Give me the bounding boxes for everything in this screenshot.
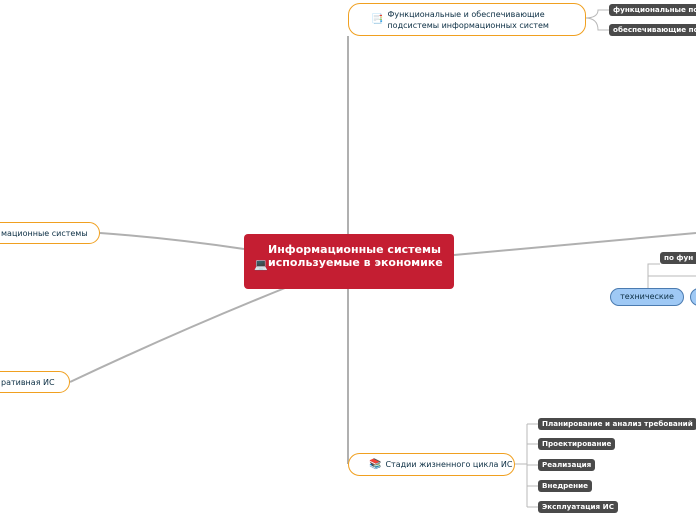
leaf-stage-planning[interactable]: Планирование и анализ требований	[538, 418, 696, 430]
topic-lifecycle[interactable]: 📚 Стадии жизненного цикла ИС	[348, 453, 515, 476]
topic-lifecycle-label: Стадии жизненного цикла ИС	[385, 460, 513, 469]
topic-left-upper-label: мационные системы	[1, 228, 88, 238]
topic-subsystems-label: Функциональные и обеспечивающие подсисте…	[387, 9, 549, 30]
topic-technical[interactable]: технические	[610, 288, 684, 306]
leaf-supporting[interactable]: обеспечивающие по	[609, 24, 696, 36]
leaf-functional[interactable]: функциональные по	[609, 4, 696, 16]
leaf-by-function[interactable]: по фун	[660, 252, 696, 264]
leaf-stage-deployment[interactable]: Внедрение	[538, 480, 593, 492]
link-lifecycle-stages	[514, 423, 538, 508]
topic-subsystems[interactable]: 📑 Функциональные и обеспечивающие подсис…	[348, 3, 586, 36]
central-topic[interactable]: 💻 Информационные системы используемые в …	[244, 234, 454, 289]
link-central-right	[453, 232, 696, 256]
leaf-stage-operation[interactable]: Эксплуатация ИС	[538, 501, 618, 513]
leaf-stage-implementation[interactable]: Реализация	[538, 459, 596, 471]
laptop-icon: 💻	[254, 258, 268, 271]
link-subsystems-functional	[584, 9, 609, 19]
topic-left-lower[interactable]: ративная ИС	[0, 371, 70, 393]
link-byfunction-technical	[647, 263, 660, 288]
topic-left-lower-label: ративная ИС	[1, 377, 55, 387]
link-central-left-upper	[99, 232, 245, 250]
link-central-left-lower	[69, 285, 291, 383]
list-icon: 📑	[371, 14, 384, 25]
stack-icon: 📚	[369, 459, 382, 470]
leaf-stage-design[interactable]: Проектирование	[538, 438, 616, 450]
topic-left-upper[interactable]: мационные системы	[0, 222, 100, 244]
central-topic-title: Информационные системы используемые в эк…	[268, 243, 443, 269]
link-subsystems-supporting	[584, 17, 609, 31]
